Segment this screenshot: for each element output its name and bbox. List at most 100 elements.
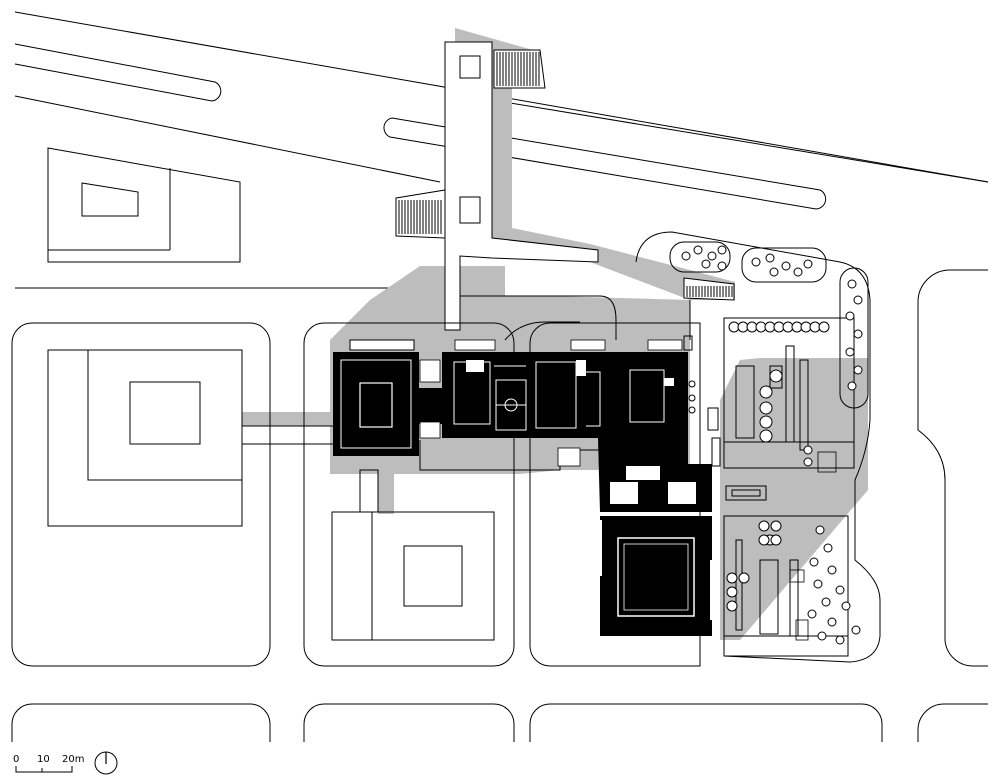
- bleacher-east: [683, 277, 735, 301]
- block-center-court: [403, 545, 463, 607]
- block-west: [11, 322, 271, 667]
- circulation-areas: [242, 28, 868, 640]
- stair-hatches: [419, 339, 683, 467]
- tree-icon: [815, 525, 825, 535]
- scale-bar-line: [15, 766, 73, 773]
- building-gym-west: [333, 352, 419, 456]
- court-area-north: [723, 317, 855, 469]
- tree-icon: [717, 245, 727, 255]
- tree-icon: [823, 543, 833, 553]
- tree-icon: [817, 631, 827, 641]
- bleacher-north: [493, 49, 546, 89]
- tree-icon: [717, 261, 727, 271]
- tree-icon: [807, 609, 817, 619]
- tree-icon: [770, 534, 782, 546]
- tree-icon: [769, 267, 779, 277]
- pool: [725, 485, 767, 501]
- tower-opening-upper: [459, 55, 481, 79]
- tree-icon: [803, 457, 813, 467]
- tree-icon: [835, 585, 845, 595]
- north-arrow-icon: [94, 751, 118, 775]
- court-area-south: [723, 515, 849, 657]
- main-building: [333, 339, 714, 636]
- park-boundary-east: [635, 231, 881, 663]
- tree-icon: [693, 245, 703, 255]
- tree-icon: [726, 586, 738, 598]
- tree-icon: [803, 259, 813, 269]
- tree-icon: [726, 600, 738, 612]
- tree-icon: [853, 329, 863, 339]
- bridge-south: [359, 469, 379, 513]
- walkway-diagonal: [492, 60, 735, 300]
- tree-icon: [853, 295, 863, 305]
- tree-icon: [835, 635, 845, 645]
- tower-opening-lower: [459, 196, 481, 224]
- tree-icon: [845, 311, 855, 321]
- bleacher-blocks: [395, 49, 735, 301]
- building-hall: [600, 516, 712, 636]
- tree-icon: [726, 572, 738, 584]
- city-blocks: [11, 147, 988, 742]
- tree-icon: [769, 369, 783, 383]
- tree-icon: [847, 279, 857, 289]
- tree-icon: [818, 321, 830, 333]
- tree-icon: [845, 347, 855, 357]
- block-west-building: [47, 349, 243, 527]
- tree-icon: [759, 429, 773, 443]
- block-northwest-court: [81, 182, 139, 217]
- tree-icon: [841, 601, 851, 611]
- park-east: [669, 241, 869, 657]
- scale-label-20m: 20m: [62, 754, 84, 765]
- tree-icon: [759, 401, 773, 415]
- tree-icon: [701, 259, 711, 269]
- scale-label-0: 0: [13, 754, 19, 765]
- bridge-west: [241, 425, 335, 445]
- tree-icon: [809, 557, 819, 567]
- planter-north-1: [669, 241, 731, 273]
- gym-roof-stripes: [349, 339, 415, 351]
- tree-icon: [765, 253, 775, 263]
- block-northwest-building: [47, 147, 241, 263]
- block-far-east: [917, 269, 988, 667]
- road-edge-south: [491, 99, 989, 183]
- tree-icon: [813, 579, 823, 589]
- tree-icon: [688, 380, 696, 388]
- park-shading-east: [720, 358, 868, 640]
- tree-icon: [759, 415, 773, 429]
- tower-outline: [444, 41, 599, 331]
- tree-icon: [759, 385, 773, 399]
- tree-icon: [851, 625, 861, 635]
- block-center-building: [331, 511, 495, 641]
- tree-icon: [827, 617, 837, 627]
- road-median-east: [383, 117, 827, 210]
- tree-icon: [758, 520, 770, 532]
- tree-icon: [781, 261, 791, 271]
- tree-icon: [827, 565, 837, 575]
- scale-label-10: 10: [37, 754, 50, 765]
- block-center: [303, 322, 515, 667]
- tree-icon: [738, 572, 750, 584]
- road-edge-west: [14, 95, 441, 183]
- tree-icon: [793, 267, 803, 277]
- trees: [681, 245, 863, 645]
- road-median-west: [14, 43, 222, 102]
- tree-icon: [681, 251, 691, 261]
- tree-icon: [688, 394, 696, 402]
- park-hatches: [789, 451, 837, 641]
- bridge-shading-south: [378, 470, 394, 514]
- block-south-3: [529, 703, 883, 742]
- planter-north-2: [741, 247, 827, 283]
- bridge-shading-west: [242, 412, 334, 426]
- tree-icon: [707, 251, 717, 261]
- block-south-2: [303, 703, 515, 742]
- tree-icon: [853, 365, 863, 375]
- tree-icon: [751, 257, 761, 267]
- bleacher-west: [395, 189, 446, 239]
- block-south-4: [917, 703, 988, 742]
- block-south-1: [11, 703, 271, 742]
- block-west-court: [129, 381, 201, 445]
- tower: [444, 41, 599, 331]
- tree-icon: [770, 520, 782, 532]
- tree-icon: [688, 406, 696, 414]
